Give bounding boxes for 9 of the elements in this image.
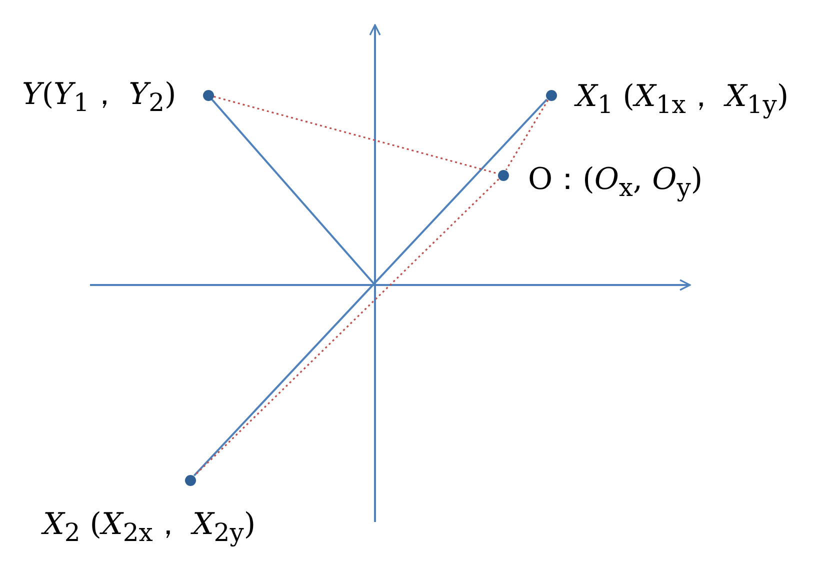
coordinate-label: Y(Y$_{1}$， Y$_{2}$) — [22, 76, 176, 119]
dotted-line — [505, 100, 549, 170]
coordinate-label: X$_{1}$ (X$_{1x}$， X$_{1y}$) — [576, 78, 789, 121]
dotted-line — [194, 178, 500, 476]
coordinate-label: O：(O$_{x}$, O$_{y}$) — [528, 161, 703, 204]
line — [193, 98, 548, 476]
dotted-line — [214, 96, 498, 174]
coordinate-label: X$_{2}$ (X$_{2x}$， X$_{2y}$) — [43, 506, 256, 549]
line — [211, 98, 376, 286]
